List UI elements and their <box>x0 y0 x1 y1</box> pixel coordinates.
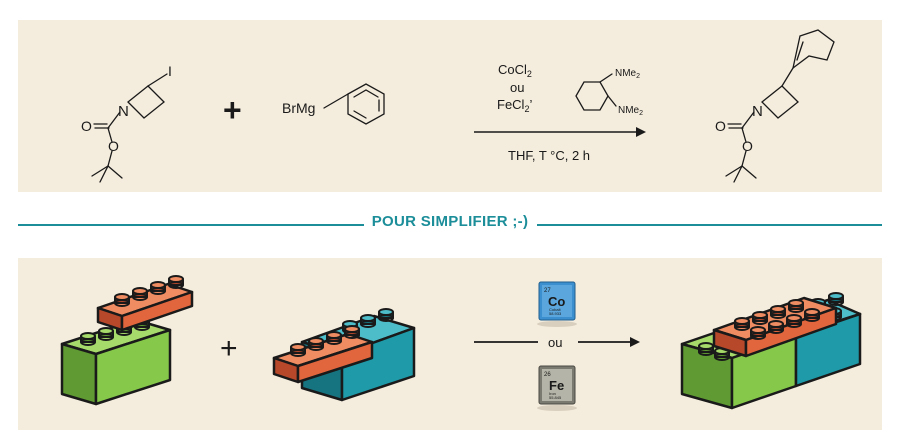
reaction-scheme: N I O O N O O BrMg + CoCl2 ou FeCl2’ NMe… <box>81 29 835 183</box>
carbonyl-oxygen-label: O <box>81 118 92 134</box>
iron-number: 26 <box>544 372 551 378</box>
phenyl-grignard-structure <box>323 83 385 125</box>
combined-brick-product <box>680 291 862 410</box>
ligand-amine-bottom: NMe2 <box>618 105 643 117</box>
reaction-panel: N I O O N O O BrMg + CoCl2 ou FeCl2’ NMe… <box>18 20 882 192</box>
plus-sign: + <box>223 92 242 128</box>
ligand-structure <box>575 73 617 111</box>
lego-plus-sign: + <box>220 332 238 365</box>
iron-mass: 55.845 <box>549 395 562 400</box>
iron-element-tile: 26 Fe Iron 55.845 <box>537 365 577 411</box>
product-ester-oxygen-label: O <box>742 138 753 154</box>
reaction-arrow <box>474 127 646 137</box>
cobalt-mass: 58.933 <box>549 311 562 316</box>
nitrogen-label: N <box>118 103 129 120</box>
cobalt-reagent: CoCl2 <box>498 62 532 79</box>
cobalt-element-tile: 27 Co Cobalt 58.933 <box>537 281 577 327</box>
reaction-conditions: THF, T °C, 2 h <box>508 148 590 163</box>
lego-diagram: + ou 27 Co Cobalt 58.933 26 Fe <box>60 274 862 411</box>
lego-analogy-panel: + ou 27 Co Cobalt 58.933 26 Fe <box>18 258 882 430</box>
iron-name: Iron <box>549 391 556 396</box>
phenylazetidine-structure <box>725 29 835 183</box>
product-carbonyl-oxygen-label: O <box>715 118 726 134</box>
divider-line-left <box>18 224 364 226</box>
or-label: ou <box>510 80 524 95</box>
green-brick-with-orange-plate <box>60 274 194 406</box>
lego-arrow <box>474 337 640 347</box>
divider-line-right <box>537 224 882 226</box>
divider-heading: POUR SIMPLIFIER ;-) <box>0 213 900 230</box>
product-nitrogen-label: N <box>752 103 763 120</box>
iron-reagent: FeCl2’ <box>497 97 532 114</box>
ligand-amine-top: NMe2 <box>615 68 640 80</box>
iron-symbol: Fe <box>549 378 564 393</box>
cobalt-name: Cobalt <box>549 307 561 312</box>
cobalt-symbol: Co <box>548 294 565 309</box>
grignard-label: BrMg <box>282 100 315 116</box>
lego-or-label: ou <box>548 335 562 350</box>
teal-brick-with-orange-plate <box>272 307 416 402</box>
ester-oxygen-label: O <box>108 138 119 154</box>
cobalt-number: 27 <box>544 288 551 294</box>
iodo-label: I <box>168 63 172 79</box>
iodoazetidine-structure <box>91 73 168 183</box>
